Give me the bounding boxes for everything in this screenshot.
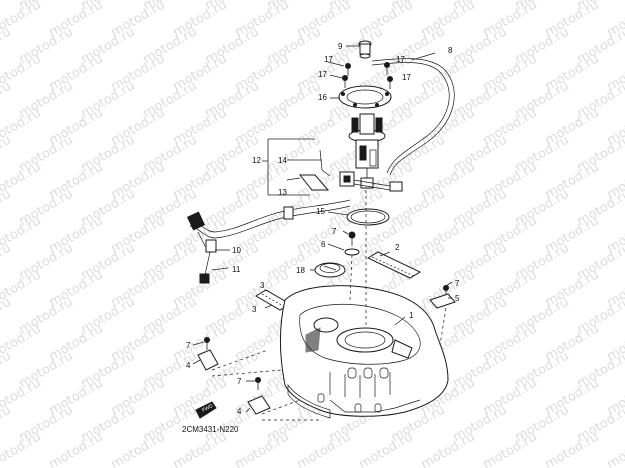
diagram-code: 2CM3431-N220 bbox=[182, 425, 239, 434]
watermark-text: motod.ru bbox=[0, 187, 14, 230]
watermark-text: motod.ru bbox=[543, 430, 602, 468]
callout-15: 15 bbox=[316, 207, 325, 216]
callout-3: 3 bbox=[252, 305, 257, 314]
watermark-text: motod.ru bbox=[0, 25, 14, 68]
fuel-tank bbox=[280, 285, 449, 419]
watermark-text: motod.ru bbox=[0, 403, 14, 446]
watermark-text: motod.ru bbox=[0, 133, 14, 176]
callout-7: 7 bbox=[332, 227, 337, 236]
callout-7: 7 bbox=[237, 377, 242, 386]
callout-9: 9 bbox=[338, 42, 343, 51]
callout-5: 5 bbox=[455, 294, 460, 303]
callout-4: 4 bbox=[237, 407, 242, 416]
pump-retainer-plate bbox=[338, 85, 392, 109]
callout-7: 7 bbox=[186, 341, 191, 350]
callout-1: 1 bbox=[409, 311, 414, 320]
bracket-4-upper bbox=[197, 337, 219, 371]
fuel-pump-unit bbox=[348, 113, 386, 189]
callout-17: 17 bbox=[318, 70, 327, 79]
watermark-text: motod.ru bbox=[357, 430, 416, 468]
callout-6: 6 bbox=[321, 240, 326, 249]
fuel-hose bbox=[186, 199, 351, 284]
callout-10: 10 bbox=[232, 246, 241, 255]
watermark-text: motod.ru bbox=[481, 430, 540, 468]
leader-lines bbox=[192, 45, 453, 421]
fuel-level-sender bbox=[298, 149, 403, 192]
watermark-text: motod.ru bbox=[233, 430, 292, 468]
callout-17: 17 bbox=[402, 73, 411, 82]
watermark-text: motod.ru bbox=[0, 295, 14, 338]
callout-labels: 9 8 17 17 17 17 16 12 14 13 15 7 6 2 10 … bbox=[186, 42, 460, 416]
callout-2: 2 bbox=[395, 243, 400, 252]
fuel-cap bbox=[314, 262, 346, 278]
rubber-pad-2 bbox=[366, 251, 422, 279]
callout-16: 16 bbox=[318, 93, 327, 102]
front-direction-badge: FWD bbox=[195, 401, 217, 419]
fuel-cap-vent bbox=[358, 40, 372, 59]
callout-14: 14 bbox=[278, 156, 287, 165]
assembly-bracket bbox=[262, 138, 315, 196]
callout-3: 3 bbox=[260, 281, 265, 290]
watermark-text: motod.ru bbox=[0, 349, 14, 392]
watermark-text: motod.ru bbox=[171, 430, 230, 468]
watermark-text: motod.ru bbox=[295, 430, 354, 468]
callout-17: 17 bbox=[396, 55, 405, 64]
pump-bolts-upper bbox=[342, 62, 393, 89]
callout-8: 8 bbox=[448, 46, 453, 55]
watermark-text: motod.ru bbox=[0, 79, 14, 122]
front-direction-label: FWD bbox=[201, 403, 214, 414]
watermark-text: motod.ru bbox=[419, 430, 478, 468]
bracket-5 bbox=[429, 285, 456, 309]
callout-18: 18 bbox=[296, 266, 305, 275]
callout-13: 13 bbox=[278, 188, 287, 197]
callout-12: 12 bbox=[252, 156, 261, 165]
bracket-4-lower bbox=[247, 377, 271, 415]
watermark-text: motod.ru bbox=[109, 430, 168, 468]
pump-gasket bbox=[346, 208, 390, 226]
callout-17: 17 bbox=[324, 55, 333, 64]
watermark-text: motod.ru bbox=[605, 430, 625, 468]
callout-7: 7 bbox=[455, 279, 460, 288]
callout-11: 11 bbox=[232, 265, 241, 274]
breather-hose bbox=[371, 58, 455, 176]
callout-4: 4 bbox=[186, 361, 191, 370]
watermark-text: motod.ru bbox=[47, 430, 106, 468]
watermark-text: motod.ru bbox=[0, 241, 14, 284]
